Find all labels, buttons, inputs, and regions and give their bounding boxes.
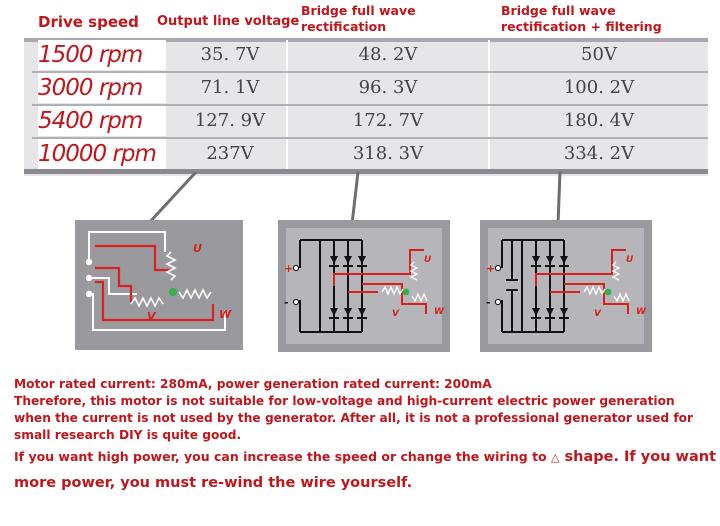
terminal-minus-label: - bbox=[486, 296, 491, 309]
winding-label-u: U bbox=[193, 242, 202, 255]
note-line-4: small research DIY is quite good. bbox=[14, 428, 242, 442]
row-output-cell: 237V bbox=[206, 143, 254, 164]
connector-line bbox=[556, 171, 562, 225]
note-line-5-b: shape. If you want bbox=[559, 449, 716, 465]
header-output-voltage: Output line voltage bbox=[157, 14, 300, 29]
row-filter-cell: 334. 2V bbox=[563, 143, 635, 164]
row-output-cell: 35. 7V bbox=[200, 44, 260, 65]
row-bridge-cell: 172. 7V bbox=[352, 110, 424, 131]
row-bridge-cell: 318. 3V bbox=[352, 143, 424, 164]
winding-label-u: U bbox=[626, 255, 634, 265]
header-filter-line2: rectification + filtering bbox=[501, 19, 662, 34]
notes-block: Motor rated current: 280mA, power genera… bbox=[14, 376, 716, 495]
row-rule bbox=[32, 137, 708, 139]
row-filter-cell: 50V bbox=[581, 44, 617, 65]
header-bridge-filtering: Bridge full wave rectification + filteri… bbox=[501, 3, 711, 35]
winding-label-w: W bbox=[636, 307, 647, 317]
terminal-plus-label: + bbox=[284, 262, 293, 275]
header-drive-speed: Drive speed bbox=[38, 13, 139, 31]
header-filter-line1: Bridge full wave bbox=[501, 3, 616, 18]
terminal-plus-label: + bbox=[486, 262, 495, 275]
row-rule bbox=[32, 71, 708, 73]
note-line-5: If you want high power, you can increase… bbox=[14, 444, 716, 471]
table-bottom-rule bbox=[24, 169, 708, 174]
header-bridge-line1: Bridge full wave bbox=[301, 3, 416, 18]
winding-label-w: W bbox=[219, 308, 232, 321]
voltage-table: Drive speed Output line voltage Bridge f… bbox=[24, 0, 708, 176]
row-rule bbox=[32, 104, 708, 106]
row-bridge-cell: 96. 3V bbox=[358, 77, 418, 98]
bridge-filter-diagram: + - U V W bbox=[480, 220, 652, 352]
row-filter-cell: 180. 4V bbox=[563, 110, 635, 131]
note-line-5-a: If you want high power, you can increase… bbox=[14, 449, 551, 464]
delta-icon: △ bbox=[551, 451, 560, 464]
connector-lines bbox=[146, 170, 562, 226]
row-speed-cell: 5400 rpm bbox=[38, 106, 166, 136]
header-bridge-line2: rectification bbox=[301, 19, 387, 34]
winding-label-u: U bbox=[424, 255, 432, 265]
header-bridge-rectification: Bridge full wave rectification bbox=[301, 3, 481, 35]
row-speed-cell: 1500 rpm bbox=[38, 40, 166, 70]
winding-label-v: V bbox=[147, 310, 157, 323]
row-output-cell: 71. 1V bbox=[200, 77, 260, 98]
row-speed-cell: 3000 rpm bbox=[38, 73, 166, 103]
note-line-3: when the current is not used by the gene… bbox=[14, 411, 694, 425]
terminal-minus-label: - bbox=[284, 296, 289, 309]
winding-label-v: V bbox=[392, 309, 400, 319]
star-winding-diagram: U V W bbox=[75, 220, 243, 350]
row-speed-cell: 10000 rpm bbox=[38, 139, 166, 169]
row-filter-cell: 100. 2V bbox=[563, 77, 635, 98]
winding-label-w: W bbox=[434, 307, 445, 317]
note-line-2: Therefore, this motor is not suitable fo… bbox=[14, 394, 675, 408]
connector-line bbox=[350, 171, 360, 225]
connector-line bbox=[146, 170, 198, 226]
row-output-cell: 127. 9V bbox=[194, 110, 266, 131]
bridge-rectifier-diagram: + - U V W bbox=[278, 220, 450, 352]
note-rated-current: Motor rated current: 280mA, power genera… bbox=[14, 377, 492, 391]
winding-label-v: V bbox=[594, 309, 602, 319]
table-header-band bbox=[24, 0, 708, 40]
row-bridge-cell: 48. 2V bbox=[358, 44, 418, 65]
header-rule bbox=[24, 38, 708, 42]
note-line-6: more power, you must re-wind the wire yo… bbox=[14, 475, 413, 491]
